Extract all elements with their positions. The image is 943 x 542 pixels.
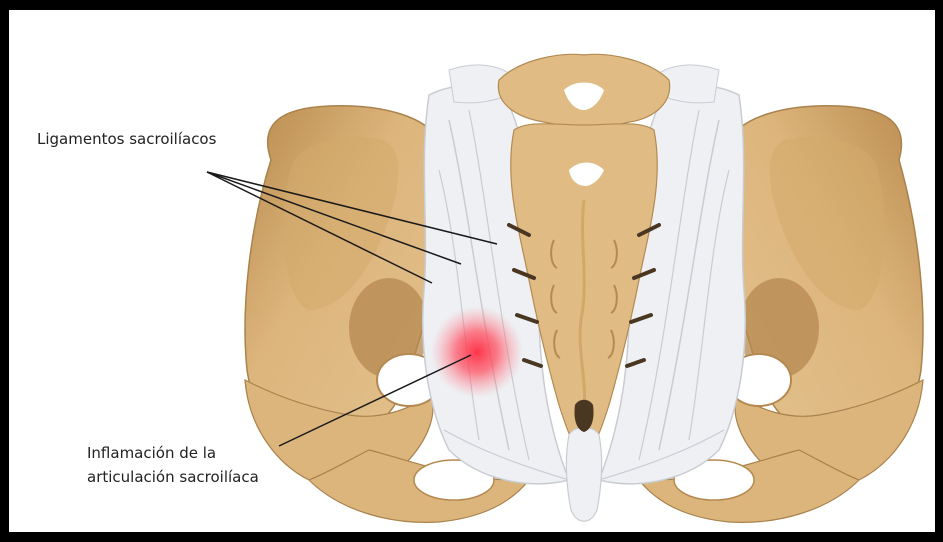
diagram-canvas: Ligamentos sacroilíacos Inflamación de l… — [9, 10, 935, 532]
inflammation-label-line-2: articulación sacroilíaca — [87, 466, 259, 488]
inflammation-glow — [431, 306, 523, 398]
coccyx — [566, 428, 601, 522]
inflammation-label-line-1: Inflamación de la — [87, 442, 216, 464]
ligaments-label: Ligamentos sacroilíacos — [37, 128, 216, 150]
